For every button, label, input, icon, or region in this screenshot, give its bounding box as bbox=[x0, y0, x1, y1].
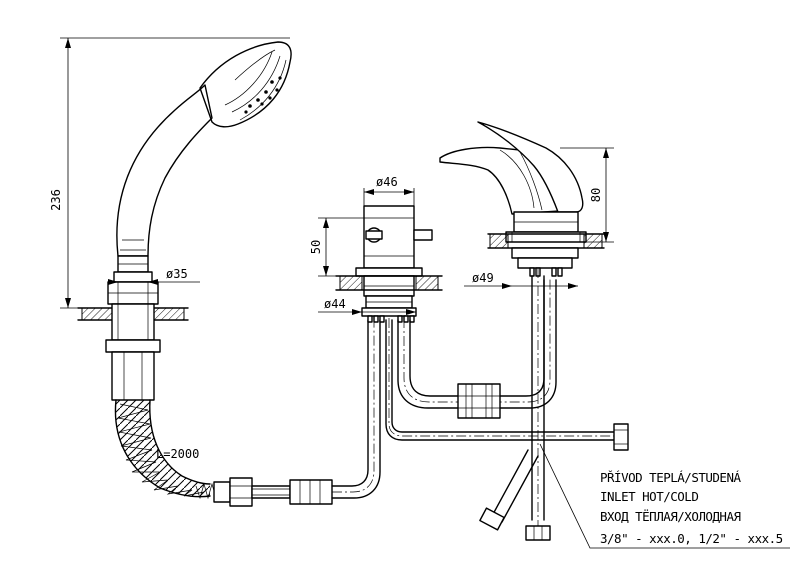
mixer-outlet-nipples bbox=[529, 267, 563, 277]
dim-showerhead-height: 236 bbox=[49, 189, 63, 211]
diverter-valve bbox=[335, 205, 443, 323]
shower-head bbox=[199, 41, 292, 128]
deck-hatch-right-a bbox=[489, 233, 509, 249]
deck-hatch-mid-b bbox=[415, 275, 439, 291]
inlet-note-line-3: ВХОД ТЁПЛАЯ/ХОЛОДНАЯ bbox=[600, 509, 741, 524]
dimension-labels: 236 ø35 ø46 50 ø44 ø49 80 L=2000 bbox=[49, 175, 603, 461]
hose-supply-pipe bbox=[331, 318, 381, 499]
shower-hose bbox=[114, 399, 217, 500]
dim-diverter-base-diameter: ø44 bbox=[324, 297, 346, 311]
inlet-note-line-2: INLET HOT/COLD bbox=[600, 489, 698, 504]
deck-hatch-left-a bbox=[81, 307, 113, 321]
deck-hatch-mid-a bbox=[339, 275, 363, 291]
dim-lever-height: 80 bbox=[589, 188, 603, 202]
inlet-note-line-1: PŘÍVOD TEPLÁ/STUDENÁ bbox=[600, 470, 741, 485]
dim-hose-length: L=2000 bbox=[156, 447, 199, 461]
deck-hatch-right-b bbox=[583, 233, 603, 249]
hand-shower bbox=[77, 41, 292, 401]
diverter-outlet-nipples bbox=[367, 315, 415, 323]
shower-handle bbox=[116, 84, 213, 257]
deck-hatch-left-b bbox=[153, 307, 185, 321]
mixer-tap bbox=[439, 121, 605, 541]
dimension-lines bbox=[60, 37, 790, 549]
diverter-pipes bbox=[385, 278, 629, 451]
dim-mixer-base-diameter: ø49 bbox=[472, 271, 494, 285]
inlet-note: PŘÍVOD TEPLÁ/STUDENÁ INLET HOT/COLD ВХОД… bbox=[600, 470, 783, 546]
inlet-note-line-4: 3/8" - xxx.0, 1/2" - xxx.5 bbox=[600, 531, 783, 546]
spray-nozzles bbox=[244, 76, 282, 114]
dim-diverter-diameter: ø46 bbox=[376, 175, 398, 189]
hose-connector bbox=[213, 477, 333, 507]
dim-handle-diameter: ø35 bbox=[166, 267, 188, 281]
dim-diverter-height: 50 bbox=[309, 240, 323, 254]
